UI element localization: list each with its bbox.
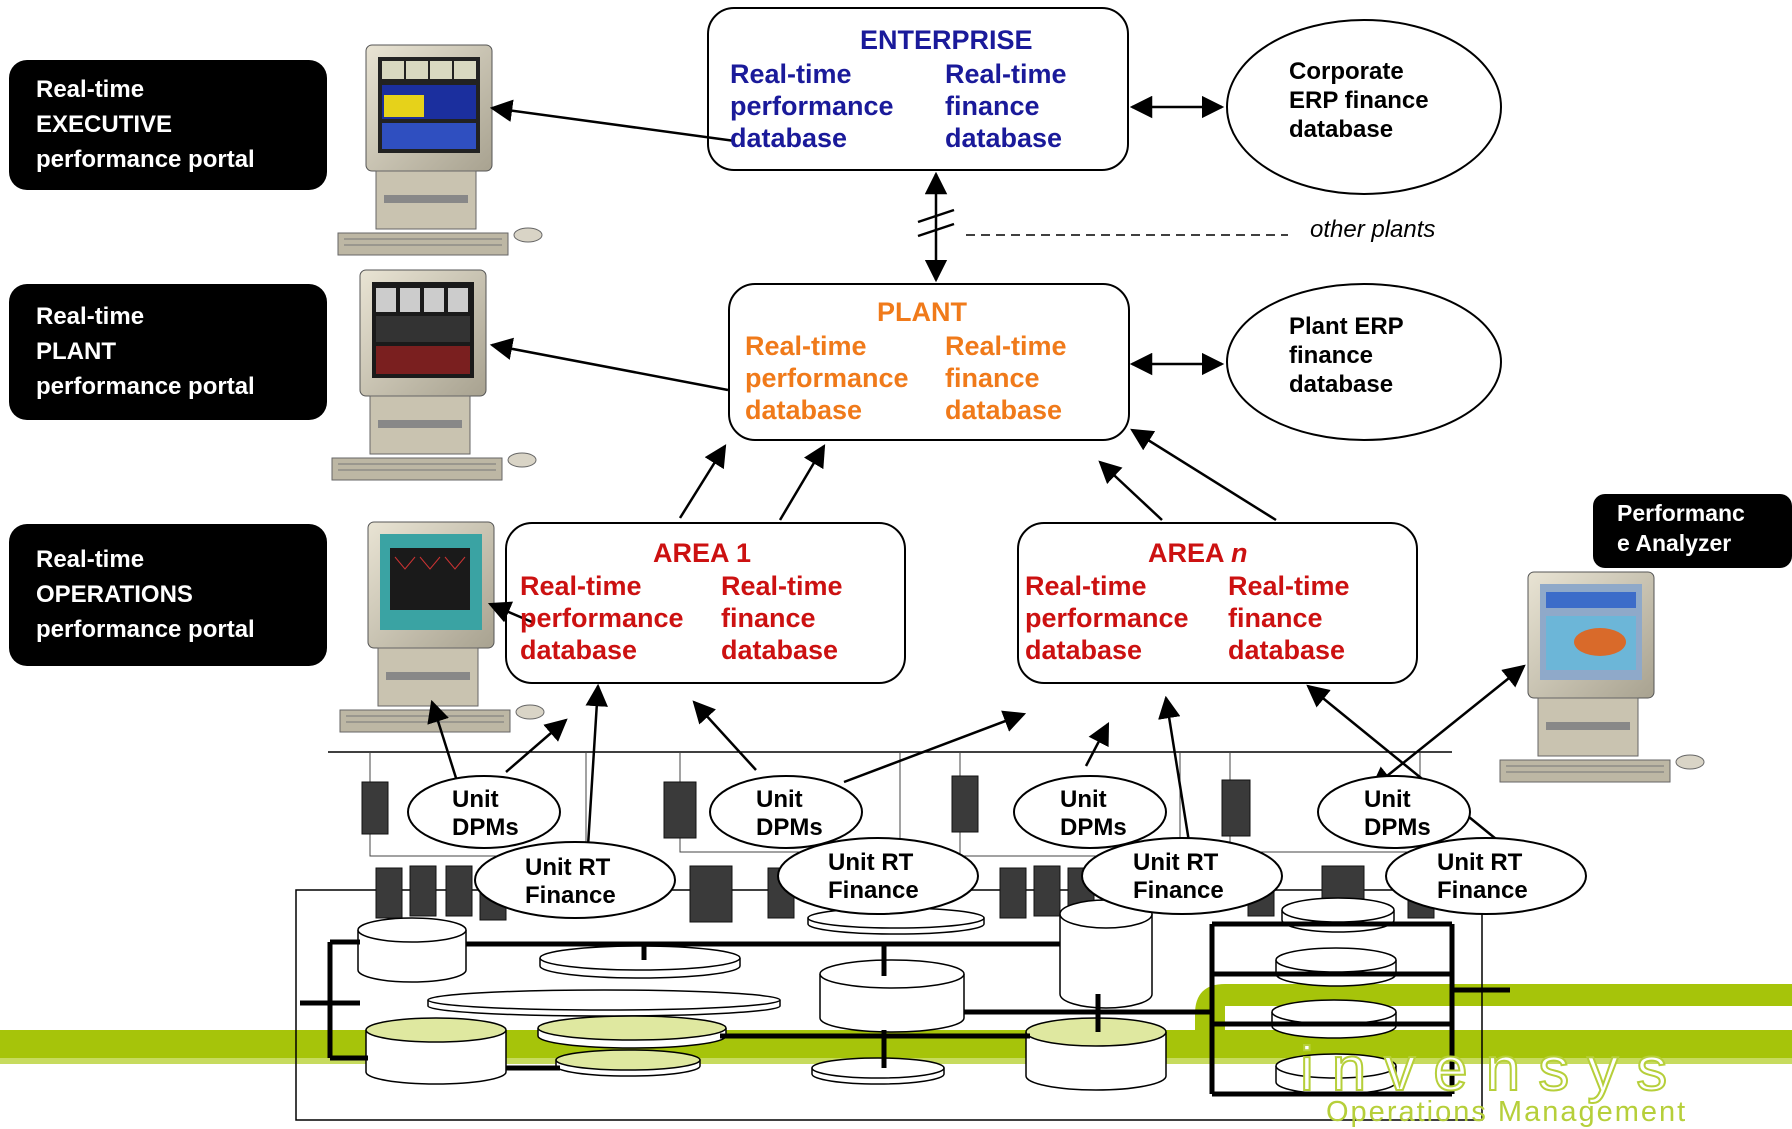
operations-portal-label-bg <box>9 524 327 666</box>
executive-portal-label-bg <box>9 60 327 190</box>
enterprise-title: ENTERPRISE <box>860 25 1033 55</box>
arean-title: AREA n <box>1148 538 1248 568</box>
area1-title: AREA 1 <box>653 538 752 568</box>
lower-arrows <box>427 664 1526 853</box>
arean-box <box>1017 522 1418 684</box>
plant-computer-icon <box>331 269 537 481</box>
other-plants-label: other plants <box>1310 216 1436 243</box>
analyzer-computer-icon <box>1499 571 1705 783</box>
invensys-logo: invensys <box>1299 1034 1686 1105</box>
plant-erp-ellipse <box>1226 283 1502 441</box>
unit-ellipses <box>407 775 1587 919</box>
break-mark <box>917 208 955 238</box>
plant-portal-label-bg <box>9 284 327 420</box>
operations-computer-icon <box>339 521 545 733</box>
enterprise-box <box>707 7 1129 171</box>
corporate-erp-ellipse <box>1226 19 1502 195</box>
analyzer-label-bg <box>1593 494 1792 568</box>
connector-arrows <box>487 95 1277 624</box>
executive-computer-icon <box>337 44 543 256</box>
logo-tagline: Operations Management <box>1326 1096 1688 1128</box>
plant-title: PLANT <box>877 297 967 327</box>
plant-box <box>728 283 1130 441</box>
plant-network <box>295 751 1510 1121</box>
